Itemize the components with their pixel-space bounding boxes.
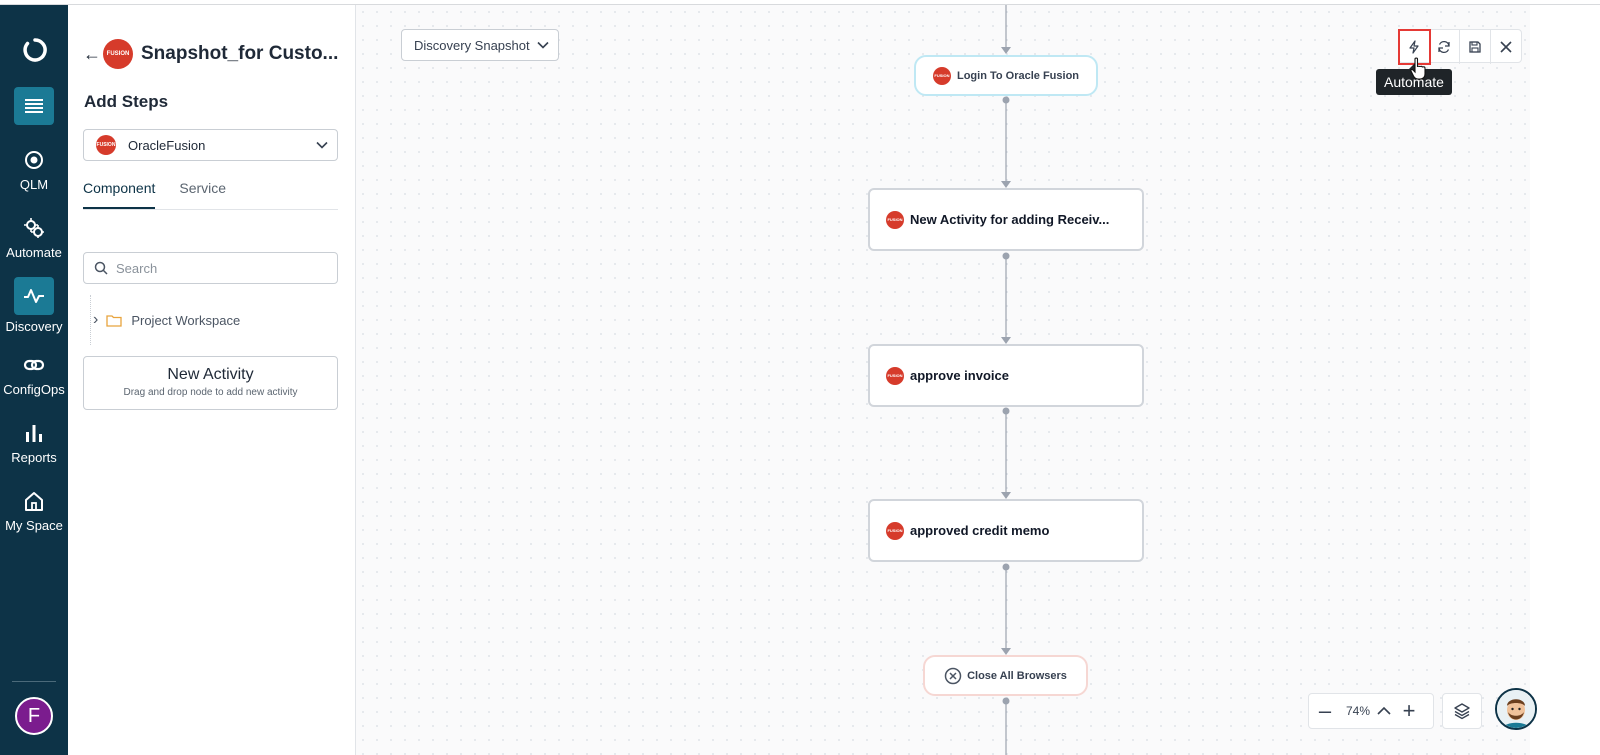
- oracle-fusion-logo-icon: FUSION: [96, 135, 116, 155]
- panel-header: ← FUSION Snapshot_for Custo...: [83, 39, 338, 69]
- oracle-fusion-logo-icon: FUSION: [886, 366, 904, 385]
- node-label: approved credit memo: [910, 523, 1050, 538]
- search-icon: [94, 261, 108, 275]
- nav-label-discovery: Discovery: [5, 319, 63, 334]
- flow-node-activity[interactable]: FUSION New Activity for adding Receiv...: [868, 188, 1144, 251]
- nav-item-automate[interactable]: Automate: [0, 217, 68, 260]
- zoom-out-button[interactable]: –: [1318, 698, 1332, 723]
- automate-button[interactable]: [1398, 29, 1431, 65]
- view-select-value: Discovery Snapshot: [414, 37, 530, 53]
- nav-label-my-space: My Space: [5, 518, 63, 533]
- flow-edges: [1001, 5, 1011, 755]
- zoom-control: – 74% +: [1308, 693, 1434, 729]
- layers-button[interactable]: [1442, 693, 1482, 729]
- refresh-icon: [1438, 40, 1450, 54]
- node-label: approve invoice: [910, 368, 1009, 383]
- rail-divider: [12, 681, 56, 682]
- nav-label-automate: Automate: [6, 245, 62, 260]
- new-activity-title: New Activity: [167, 366, 254, 383]
- search-box: [83, 252, 338, 284]
- chevron-down-icon: [537, 41, 549, 49]
- nav-item-discovery[interactable]: Discovery: [0, 277, 68, 334]
- application-select[interactable]: FUSION OracleFusion: [83, 129, 338, 161]
- canvas-toolbar: [1398, 29, 1522, 65]
- nav-label-configops: ConfigOps: [3, 382, 65, 397]
- close-icon: [1500, 41, 1512, 53]
- app-logo-icon[interactable]: [22, 37, 48, 63]
- bar-chart-icon: [26, 425, 42, 442]
- hand-cursor-icon: [1410, 57, 1426, 80]
- zoom-in-button[interactable]: +: [1402, 698, 1416, 723]
- flow-node-start[interactable]: FUSION Login To Oracle Fusion: [914, 55, 1098, 96]
- nav-label-qlm: QLM: [19, 177, 49, 192]
- window-top-edge: [0, 0, 1600, 5]
- close-button[interactable]: [1491, 30, 1521, 64]
- add-steps-heading: Add Steps: [84, 92, 169, 111]
- zoom-level: 74%: [1345, 704, 1371, 718]
- gears-icon: [24, 218, 44, 238]
- folder-icon: [106, 314, 122, 327]
- flow-canvas[interactable]: Discovery Snapshot FUSION Login To Oracl…: [356, 5, 1600, 755]
- save-icon: [1469, 41, 1481, 53]
- back-arrow-icon[interactable]: ←: [83, 43, 101, 64]
- component-service-tabs: Component Service: [83, 180, 338, 210]
- new-activity-draggable[interactable]: New Activity Drag and drop node to add n…: [83, 356, 338, 410]
- oracle-fusion-logo-icon: FUSION: [886, 521, 904, 540]
- assistant-face-icon: [1497, 690, 1535, 728]
- nav-item-my-space[interactable]: My Space: [0, 490, 68, 533]
- target-icon: [25, 151, 43, 169]
- flow-node-activity[interactable]: FUSION approve invoice: [868, 344, 1144, 407]
- flow-node-end[interactable]: Close All Browsers: [923, 655, 1088, 696]
- nav-item-configops[interactable]: ConfigOps: [0, 354, 68, 397]
- nav-item-qlm[interactable]: QLM: [0, 149, 68, 192]
- canvas-right-margin: [1530, 5, 1600, 755]
- node-label: Login To Oracle Fusion: [956, 69, 1080, 82]
- flow-node-activity[interactable]: FUSION approved credit memo: [868, 499, 1144, 562]
- nav-label-reports: Reports: [11, 450, 57, 465]
- node-label: New Activity for adding Receiv...: [910, 212, 1110, 227]
- automate-tooltip: Automate: [1376, 63, 1452, 95]
- tab-component[interactable]: Component: [83, 180, 156, 209]
- application-select-value: OracleFusion: [128, 137, 206, 153]
- oracle-fusion-logo-icon: FUSION: [932, 66, 951, 85]
- save-button[interactable]: [1460, 30, 1491, 64]
- hamburger-icon: [25, 99, 43, 113]
- user-avatar[interactable]: F: [15, 697, 53, 735]
- nav-item-reports[interactable]: Reports: [0, 422, 68, 465]
- left-nav-rail: QLM Automate Discovery ConfigOps Reports: [0, 5, 68, 755]
- component-tree: › Project Workspace: [90, 295, 330, 345]
- oracle-fusion-logo-icon: FUSION: [103, 39, 133, 69]
- pulse-icon: [24, 289, 44, 303]
- add-steps-panel: ← FUSION Snapshot_for Custo... Add Steps…: [68, 5, 356, 755]
- tab-service[interactable]: Service: [179, 180, 227, 196]
- expand-chevron-icon[interactable]: ›: [93, 311, 99, 328]
- tree-item-project-workspace[interactable]: › Project Workspace: [93, 311, 240, 329]
- layers-icon: [1454, 703, 1470, 720]
- menu-toggle-button[interactable]: [14, 87, 54, 125]
- search-input[interactable]: [116, 260, 316, 276]
- link-icon: [23, 359, 45, 371]
- snapshot-title: Snapshot_for Custo...: [141, 43, 339, 64]
- chevron-down-icon: [316, 141, 328, 149]
- new-activity-hint: Drag and drop node to add new activity: [123, 387, 298, 398]
- node-label: Close All Browsers: [967, 669, 1067, 682]
- view-select[interactable]: Discovery Snapshot: [401, 29, 559, 61]
- home-icon: [25, 492, 43, 511]
- oracle-fusion-logo-icon: FUSION: [886, 210, 904, 229]
- assistant-avatar[interactable]: [1495, 688, 1537, 730]
- automate-icon: [1409, 40, 1419, 54]
- tree-item-label: Project Workspace: [131, 312, 241, 328]
- refresh-button[interactable]: [1430, 30, 1460, 64]
- close-circle-icon: [944, 667, 962, 684]
- chevron-up-icon[interactable]: [1375, 704, 1393, 718]
- nav-active-highlight: [14, 277, 54, 315]
